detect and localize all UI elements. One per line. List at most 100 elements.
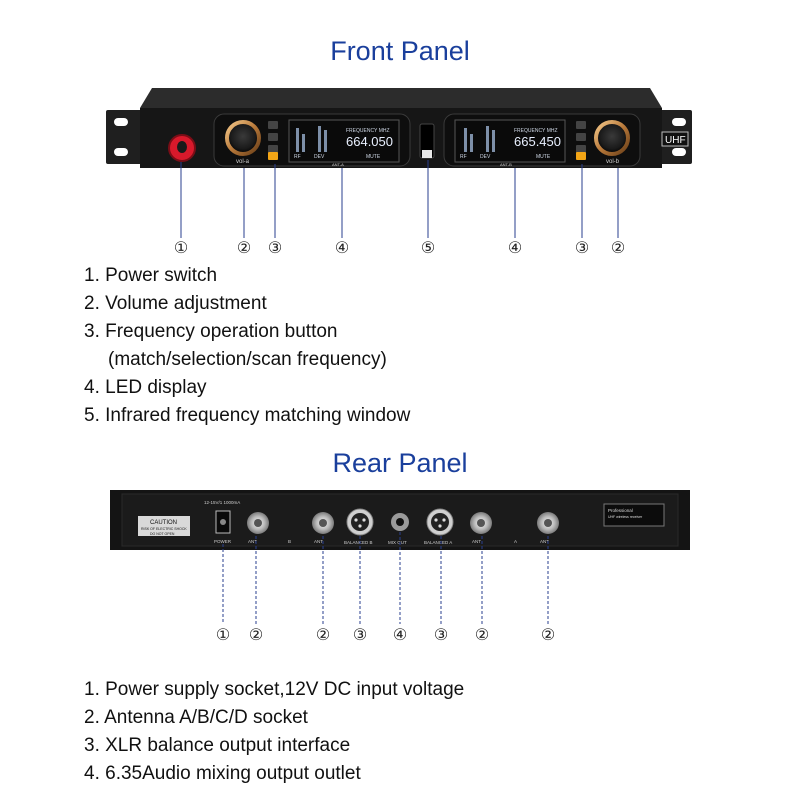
led-display-a (288, 119, 400, 163)
front-legend-item-continued: (match/selection/scan frequency) (108, 349, 387, 370)
xlr-output-a[interactable] (426, 508, 454, 536)
display-b-frequency: 665.450 (514, 134, 561, 149)
caution-title: CAUTION (150, 520, 177, 526)
rear-legend-item: 3. XLR balance output interface (84, 735, 351, 756)
display-a-channel: ANT-A (332, 162, 344, 167)
ir-indicator (422, 150, 432, 158)
display-b-rf: RF (460, 154, 467, 160)
button-set-b[interactable] (576, 145, 586, 153)
label-plate (603, 503, 665, 527)
button-down-a[interactable] (268, 133, 278, 141)
front-callout-6: ④ (508, 240, 522, 257)
front-callout-lines (180, 160, 619, 238)
display-b-dev: DEV (480, 154, 491, 160)
power-socket-pin (220, 519, 226, 525)
dev-meter-b (486, 126, 489, 152)
button-up-b[interactable] (576, 121, 586, 129)
antenna-group-label: B (288, 539, 291, 544)
front-legend-item: 3. Frequency operation button (84, 321, 338, 342)
vol-a-label: vol-a (236, 159, 250, 165)
display-a-mute: MUTE (366, 154, 381, 160)
antenna-socket-3[interactable] (470, 512, 492, 534)
caution-text: RISK OF ELECTRIC SHOCK (141, 527, 187, 531)
rear-callout-5: ④ (393, 627, 407, 644)
label-plate-line: Professional (608, 508, 633, 513)
button-up-a[interactable] (268, 121, 278, 129)
dev-meter-b (492, 130, 495, 152)
balanced-a-label: BALANCED A (424, 540, 452, 545)
front-legend-item: 1. Power switch (84, 265, 218, 286)
caution-text: DO NOT OPEN (150, 532, 175, 536)
rear-panel-diagram: CAUTION RISK OF ELECTRIC SHOCK DO NOT OP… (110, 490, 690, 644)
rear-callout-7: ② (475, 627, 489, 644)
display-b-header: FREQUENCY MHZ (514, 128, 558, 134)
power-switch-inset (177, 141, 187, 153)
display-b-channel: ANT-B (500, 162, 512, 167)
front-panel-legend: 1. Power switch 2. Volume adjustment 3. … (84, 262, 410, 430)
rack-hole (114, 118, 128, 126)
front-legend-item: 2. Volume adjustment (84, 293, 267, 314)
balanced-b-label: BALANCED B (344, 540, 373, 545)
rear-legend-item: 4. 6.35Audio mixing output outlet (84, 763, 361, 784)
front-callout-8: ② (611, 240, 625, 257)
button-sync-b[interactable] (576, 152, 586, 160)
antenna-label: ANT (248, 539, 257, 544)
led-display-b (454, 119, 566, 163)
rear-panel-legend: 1. Power supply socket,12V DC input volt… (84, 676, 464, 788)
antenna-label: ANT (314, 539, 323, 544)
rear-panel-title: Rear Panel (332, 448, 468, 478)
rack-hole (114, 148, 128, 156)
button-sync-a[interactable] (268, 152, 278, 160)
rear-callout-3: ② (316, 627, 330, 644)
display-a-frequency: 664.050 (346, 134, 393, 149)
front-callout-numbers: ① ② ③ ④ ⑤ ④ ③ ② (174, 240, 625, 257)
display-a-header: FREQUENCY MHZ (346, 128, 390, 134)
volume-knob-b[interactable] (594, 120, 630, 156)
rear-callout-numbers: ① ② ② ③ ④ ③ ② ② (216, 627, 555, 644)
volume-knob-a[interactable] (225, 120, 261, 156)
display-b-mute: MUTE (536, 154, 551, 160)
rear-callout-8: ② (541, 627, 555, 644)
rf-meter-b (464, 128, 467, 152)
front-panel-title: Front Panel (330, 36, 470, 66)
front-callout-4: ④ (335, 240, 349, 257)
dev-meter-a (318, 126, 321, 152)
front-top-bevel (140, 88, 662, 108)
rf-meter-a (296, 128, 299, 152)
rear-legend-item: 2. Antenna A/B/C/D socket (84, 707, 308, 728)
uhf-badge-label: UHF (665, 135, 686, 146)
caution-label (138, 516, 190, 536)
rear-legend-item: 1. Power supply socket,12V DC input volt… (84, 679, 465, 700)
antenna-socket-1[interactable] (247, 512, 269, 534)
front-panel-diagram: vol-a FREQUENCY MHZ 664.050 RF DEV MUTE … (106, 88, 692, 257)
front-callout-1: ① (174, 240, 188, 257)
front-callout-2: ② (237, 240, 251, 257)
button-down-b[interactable] (576, 133, 586, 141)
display-a-rf: RF (294, 154, 301, 160)
display-a-dev: DEV (314, 154, 325, 160)
front-callout-5: ⑤ (421, 240, 435, 257)
antenna-label: ANT (540, 539, 549, 544)
rear-callout-4: ③ (353, 627, 367, 644)
rack-hole (672, 148, 686, 156)
antenna-socket-2[interactable] (312, 512, 334, 534)
mix-out-jack[interactable] (391, 513, 409, 531)
rf-meter-a (302, 134, 305, 152)
rear-callout-1: ① (216, 627, 230, 644)
uhf-badge (661, 131, 689, 147)
front-callout-3: ③ (268, 240, 282, 257)
xlr-output-b[interactable] (346, 508, 374, 536)
antenna-label: ANT (472, 539, 481, 544)
antenna-group-label: A (514, 539, 517, 544)
button-set-a[interactable] (268, 145, 278, 153)
rear-callout-lines (222, 532, 549, 624)
vol-b-label: vol-b (606, 159, 620, 165)
power-rating-label: 12-15V/1 1000mA (204, 500, 240, 505)
rear-callout-6: ③ (434, 627, 448, 644)
antenna-socket-4[interactable] (537, 512, 559, 534)
power-label: POWER (214, 539, 232, 544)
front-legend-item: 5. Infrared frequency matching window (84, 405, 411, 426)
dev-meter-a (324, 130, 327, 152)
rf-meter-b (470, 134, 473, 152)
rack-hole (672, 118, 686, 126)
